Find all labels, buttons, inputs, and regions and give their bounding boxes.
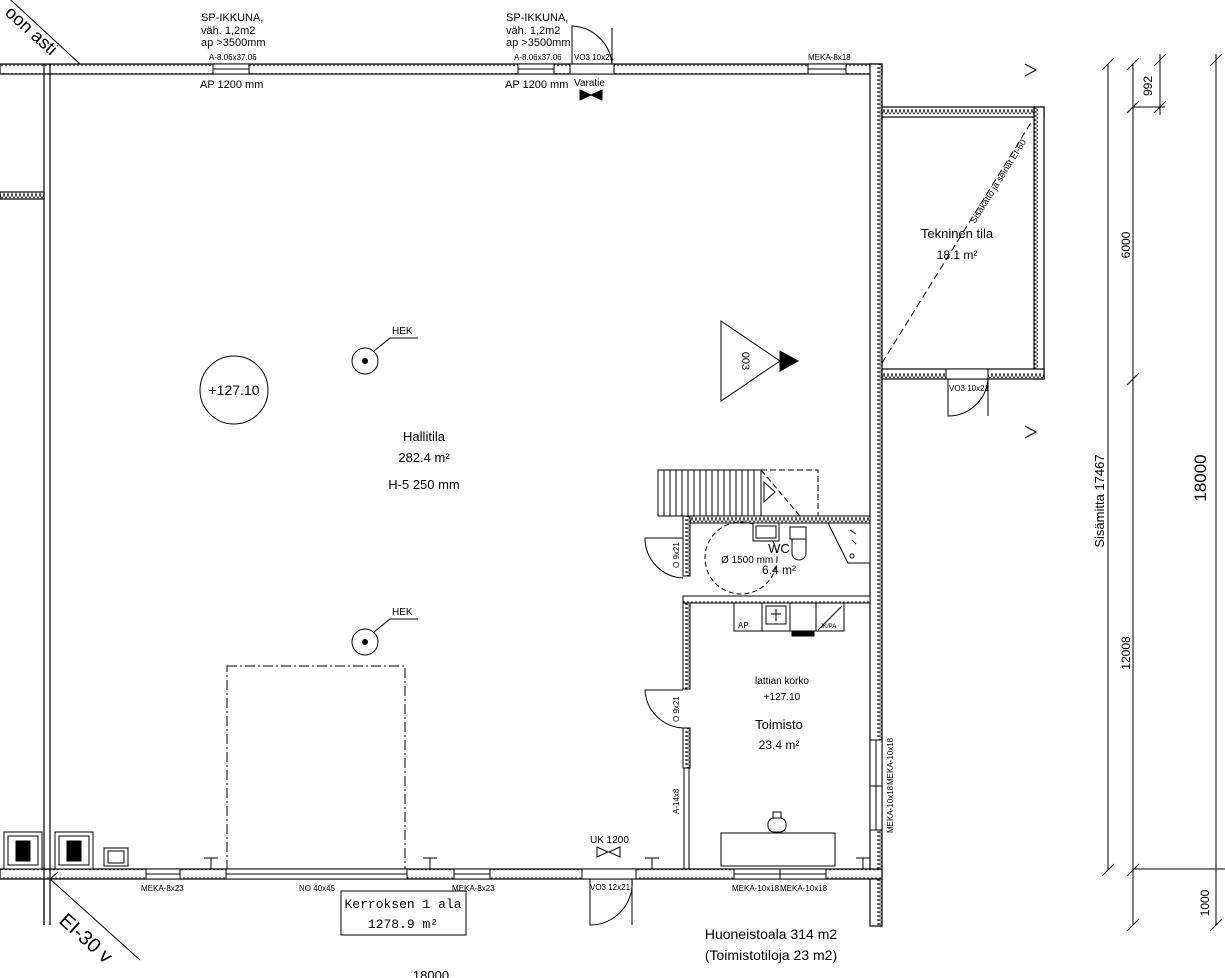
bottom-wall-openings: [145, 846, 870, 926]
section-markers: [1024, 63, 1038, 439]
tech-door-label: VO3 10x21: [949, 384, 990, 393]
hek-label-1: HEK: [392, 326, 413, 337]
section-label: 003: [739, 352, 751, 370]
top-window-mid-label: SP-IKKUNA, väh. 1,2m2 ap >3500mm: [506, 12, 571, 49]
floor-area-title: Kerroksen 1 ala: [344, 897, 461, 912]
office-name: Toimisto: [755, 717, 803, 732]
top-window-left-label: SP-IKKUNA, väh. 1,2m2 ap >3500mm: [201, 12, 266, 49]
door-top-label: VO3 10x21: [574, 53, 615, 62]
bottom-dimension: 18000: [413, 968, 449, 978]
window-mid-code: A-8.06x37.06: [514, 53, 562, 62]
office-block-walls: [644, 515, 883, 869]
office-area-total: (Toimistotiloja 23 m2): [705, 947, 837, 963]
svg-text:ap >3500mm: ap >3500mm: [506, 37, 571, 49]
wc-turning-circle: Ø 1500 mm: [721, 555, 773, 566]
dimension-lines: [1101, 53, 1225, 932]
varatie-label: Varatie: [574, 78, 605, 89]
dim-1000: 1000: [1198, 889, 1212, 916]
floor-area-value: 1278.9 m²: [368, 917, 438, 932]
floor-area-box: [340, 890, 467, 936]
tech-note: Sisäkatto ja seinät EI-60: [968, 137, 1028, 225]
office-level-value: +127.10: [764, 692, 801, 703]
meka-a-label: MEKA-8x23: [141, 884, 184, 893]
dim-interior: Sisämitta 17467: [1092, 454, 1107, 547]
hall-height: H-5 250 mm: [388, 477, 460, 492]
meka-d-label: MEKA-10x18: [780, 884, 828, 893]
dim-12008: 12008: [1119, 636, 1133, 670]
office-desk: [720, 811, 836, 867]
office-level-label: lattian korko: [755, 676, 809, 687]
window-left-code: A-8.06x37.06: [209, 53, 257, 62]
office-area: 23.4 m²: [759, 738, 800, 752]
dim-992: 992: [1141, 76, 1155, 96]
window-mid-ap: AP 1200 mm: [505, 79, 568, 91]
hall-name: Hallitila: [403, 429, 446, 444]
door-bottom-label: VO3 12x21: [590, 883, 631, 892]
meka-top-label: MEKA-8x18: [808, 53, 851, 62]
kitchenette: [733, 602, 845, 637]
hall-symbols: [199, 320, 800, 870]
wc-name: WC: [768, 541, 790, 556]
corner-text-top: oon asti: [1, 2, 61, 59]
office-door-label: O 9x21: [672, 696, 681, 722]
right-wall-meka-2: MEKA-10x18: [886, 785, 895, 833]
window-left-ap: AP 1200 mm: [200, 79, 263, 91]
meka-c-label: MEKA-10x18: [732, 884, 780, 893]
exterior-walls: [0, 63, 1045, 927]
wc-fixtures: [704, 521, 871, 595]
top-wall-openings: [212, 25, 847, 101]
tech-room-door: [881, 120, 1033, 417]
tech-name: Tekninen tila: [921, 226, 994, 241]
no-door-label: NO 40x45: [299, 884, 336, 893]
svg-text:SP-IKKUNA,: SP-IKKUNA,: [506, 12, 568, 24]
kitchen-ap: AP: [738, 621, 749, 630]
office-window-label: A-14x8: [672, 788, 681, 814]
hall-area: 282.4 m²: [398, 450, 450, 465]
bottom-left-equipment: [3, 831, 129, 870]
tech-area: 18.1 m²: [937, 248, 978, 262]
apartment-area: Huoneistoala 314 m2: [705, 926, 838, 942]
dim-6000: 6000: [1119, 231, 1133, 258]
uk-label: UK 1200: [590, 835, 629, 846]
hall-level-bubble: +127.10: [209, 382, 260, 398]
dim-overall: 18000: [1191, 454, 1210, 501]
corner-markers: [10, 0, 141, 961]
svg-text:SP-IKKUNA,: SP-IKKUNA,: [201, 12, 263, 24]
svg-text:ap >3500mm: ap >3500mm: [201, 37, 266, 49]
corner-text-bottom: EI-30 v: [55, 909, 117, 968]
wc-area: 6.4 m²: [762, 563, 796, 577]
right-wall-meka-1: MEKA-10x18: [886, 737, 895, 785]
staircase: [657, 469, 819, 517]
meka-b-label: MEKA-8x23: [452, 884, 495, 893]
wc-door-label: O 9x21: [672, 542, 681, 568]
kitchen-jkpa: JK/PA: [820, 624, 836, 630]
hek-label-2: HEK: [392, 607, 413, 618]
svg-text:väh. 1,2m2: väh. 1,2m2: [201, 25, 255, 37]
svg-text:väh. 1,2m2: väh. 1,2m2: [506, 25, 560, 37]
